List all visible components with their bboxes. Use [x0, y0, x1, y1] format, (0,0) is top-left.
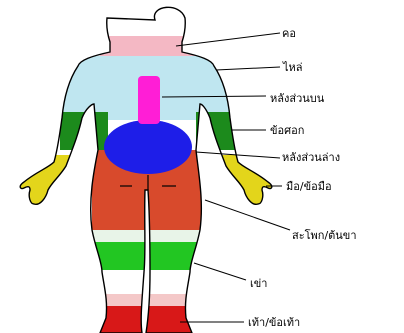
elbow-region-left	[60, 112, 108, 150]
label-hip-thigh: สะโพก/ต้นขา	[292, 229, 357, 242]
label-neck: คอ	[282, 27, 296, 40]
label-hand-wrist: มือ/ข้อมือ	[286, 180, 332, 193]
leader-shoulder	[216, 67, 280, 70]
upper-back-region	[138, 76, 160, 124]
leader-lower-back	[196, 152, 280, 158]
leader-knee	[194, 263, 246, 280]
label-lower-back: หลังส่วนล่าง	[282, 151, 340, 164]
leader-hip	[205, 200, 290, 230]
hand-region-right	[222, 155, 292, 215]
label-upper-back: หลังส่วนบน	[270, 92, 324, 105]
label-foot-ankle: เท้า/ข้อเท้า	[248, 316, 300, 329]
label-shoulder: ไหล่	[283, 61, 303, 74]
leader-neck	[176, 33, 280, 46]
thigh-knee-fade	[90, 230, 206, 244]
lower-back-region	[104, 120, 192, 174]
knee-region	[90, 242, 206, 270]
label-knee: เข่า	[250, 277, 267, 290]
label-elbow: ข้อศอก	[270, 124, 304, 137]
elbow-region-right	[196, 112, 244, 150]
ankle-fade	[90, 294, 206, 306]
